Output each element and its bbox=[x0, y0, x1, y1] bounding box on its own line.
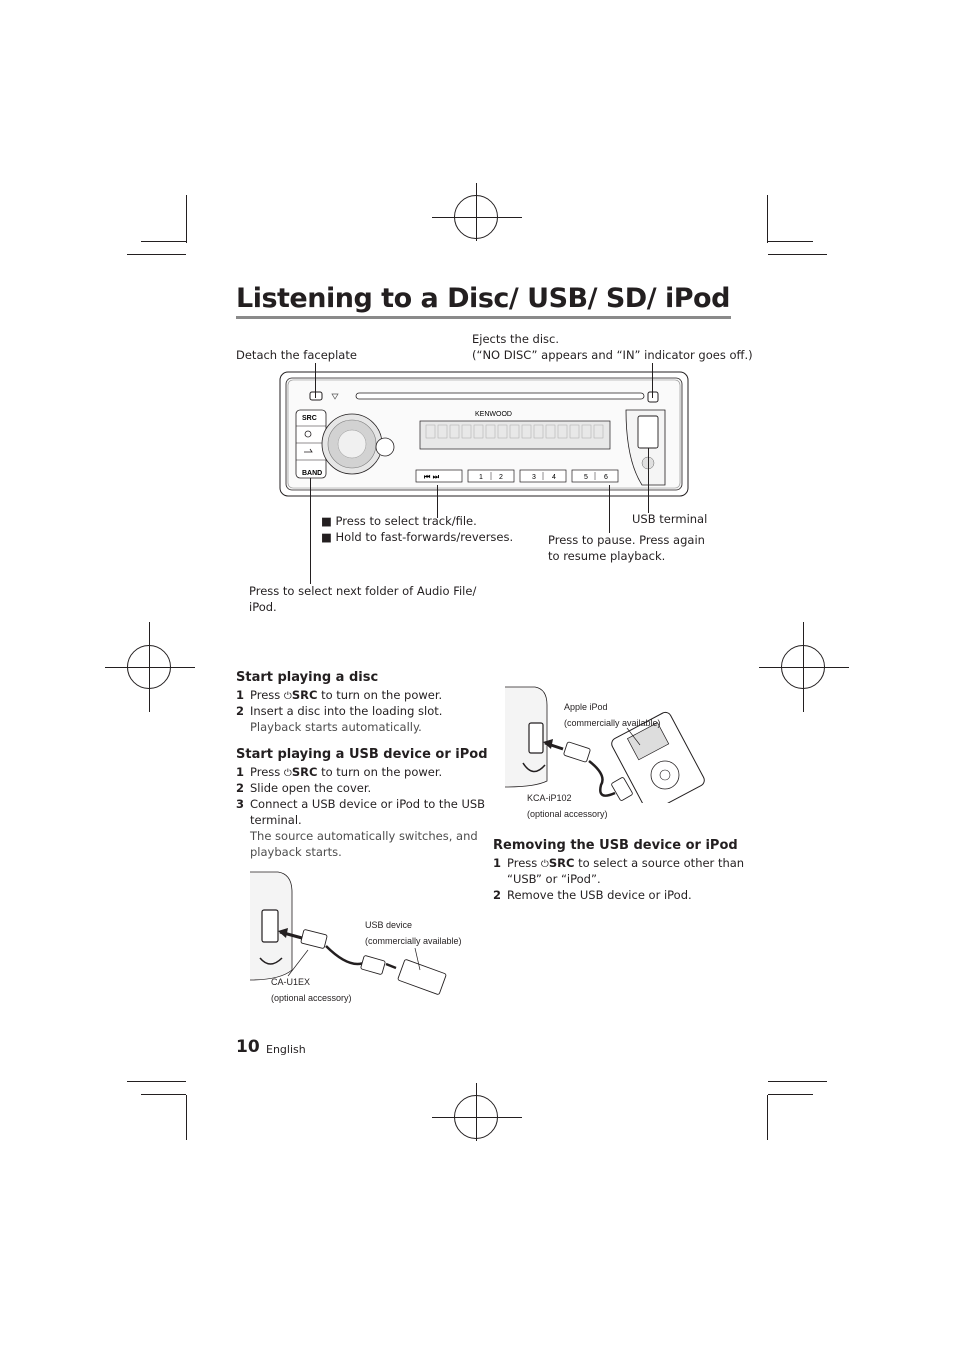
bullet-square: ■ bbox=[321, 530, 336, 544]
preset-1: 1 bbox=[479, 474, 483, 481]
preset-6: 6 bbox=[604, 474, 608, 481]
ipod-label-1: Apple iPod bbox=[564, 702, 608, 712]
preset-2: 2 bbox=[499, 474, 503, 481]
ipod-connection-illustration bbox=[505, 686, 705, 803]
band-button-label: BAND bbox=[302, 470, 322, 477]
remove-usb-heading: Removing the USB device or iPod bbox=[493, 838, 738, 853]
page-number: 10 bbox=[236, 1037, 260, 1057]
folder-callout-line2: iPod. bbox=[249, 600, 277, 614]
track-hold-callout: ■ Hold to fast-forwards/reverses. bbox=[321, 530, 514, 544]
folder-callout-line1: Press to select next folder of Audio Fil… bbox=[249, 584, 477, 598]
detach-faceplate-callout: Detach the faceplate bbox=[236, 348, 357, 362]
page-title: Listening to a Disc/ USB/ SD/ iPod bbox=[236, 283, 730, 314]
usb-cable-label-1: CA-U1EX bbox=[271, 977, 311, 987]
usb-device-label-1: USB device bbox=[365, 920, 413, 930]
pause-callout-line2: to resume playback. bbox=[548, 549, 666, 563]
title-rule bbox=[236, 316, 731, 319]
language-label: English bbox=[266, 1043, 306, 1056]
preset-3: 3 bbox=[532, 474, 536, 481]
ipod-cable-label-2: (optional accessory) bbox=[527, 809, 608, 819]
usb-connection-illustration bbox=[250, 871, 447, 995]
eject-callout-line1: Ejects the disc. bbox=[472, 332, 560, 346]
start-disc-step-2-note: Playback starts automatically. bbox=[250, 720, 422, 734]
track-select-callout: ■ Press to select track/file. bbox=[321, 514, 477, 528]
car-stereo-illustration: SRC BAND KENWOOD ⏮ ⏭ 1 2 3 4 5 6 bbox=[279, 371, 689, 497]
ipod-label-2: (commercially available) bbox=[564, 718, 661, 728]
start-usb-heading: Start playing a USB device or iPod bbox=[236, 747, 488, 762]
power-icon: ⏻ bbox=[540, 859, 549, 870]
start-usb-step-3-cont: terminal. bbox=[250, 813, 302, 827]
pause-callout-line1: Press to pause. Press again bbox=[548, 533, 705, 547]
usb-cable-label-2: (optional accessory) bbox=[271, 993, 352, 1003]
start-usb-step-3-note-2: playback starts. bbox=[250, 845, 342, 859]
src-button-label: SRC bbox=[302, 415, 317, 422]
usb-terminal-callout: USB terminal bbox=[632, 512, 708, 526]
power-icon: ⏻ bbox=[283, 691, 292, 702]
brand-label: KENWOOD bbox=[475, 411, 512, 418]
start-usb-step-3-note-1: The source automatically switches, and bbox=[250, 829, 478, 843]
usb-device-label-2: (commercially available) bbox=[365, 936, 462, 946]
prev-next-buttons: ⏮ ⏭ bbox=[424, 473, 440, 481]
bullet-square: ■ bbox=[321, 514, 336, 528]
start-disc-heading: Start playing a disc bbox=[236, 670, 379, 685]
eject-callout-line2: (“NO DISC” appears and “IN” indicator go… bbox=[472, 348, 753, 362]
preset-4: 4 bbox=[552, 474, 556, 481]
preset-5: 5 bbox=[584, 474, 588, 481]
remove-usb-step-1-cont: “USB” or “iPod”. bbox=[507, 872, 601, 886]
power-icon: ⏻ bbox=[283, 768, 292, 779]
ipod-cable-label-1: KCA-iP102 bbox=[527, 793, 572, 803]
